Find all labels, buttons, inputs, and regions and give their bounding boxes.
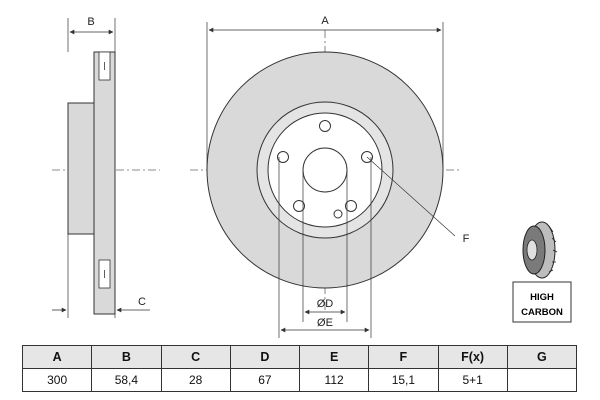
header-b: B <box>91 345 162 369</box>
header-c: C <box>160 345 231 369</box>
side-view <box>52 18 160 318</box>
header-d: D <box>229 345 301 369</box>
spec-table: A B C D E F F(x) G 300 58,4 28 67 112 15… <box>21 345 578 392</box>
value-c: 28 <box>160 368 231 392</box>
value-a: 300 <box>21 368 93 392</box>
dim-label-f: F <box>463 233 470 245</box>
header-a: A <box>21 345 93 369</box>
badge-line-2: CARBON <box>521 307 563 318</box>
value-fx: 5+1 <box>437 368 508 392</box>
spec-header-row: A B C D E F F(x) G <box>21 345 578 369</box>
value-f: 15,1 <box>368 368 439 392</box>
header-fx: F(x) <box>437 345 508 369</box>
brake-disc-drawing: B C A F ØD ØE <box>52 15 572 338</box>
badge-line-1: HIGH <box>530 292 554 303</box>
dim-label-d: ØD <box>317 298 334 310</box>
dim-label-c: C <box>138 296 146 308</box>
dim-label-e: ØE <box>317 317 333 329</box>
high-carbon-badge <box>512 281 572 323</box>
brake-disc-icon <box>522 221 558 279</box>
front-view <box>190 22 462 338</box>
spec-value-row: 300 58,4 28 67 112 15,1 5+1 <box>21 368 578 392</box>
value-d: 67 <box>229 368 301 392</box>
value-g <box>506 368 578 392</box>
dim-label-b: B <box>87 16 94 28</box>
header-g: G <box>506 345 578 369</box>
header-f: F <box>368 345 439 369</box>
header-e: E <box>298 345 370 369</box>
value-b: 58,4 <box>91 368 162 392</box>
value-e: 112 <box>298 368 370 392</box>
dim-label-a: A <box>321 15 329 27</box>
